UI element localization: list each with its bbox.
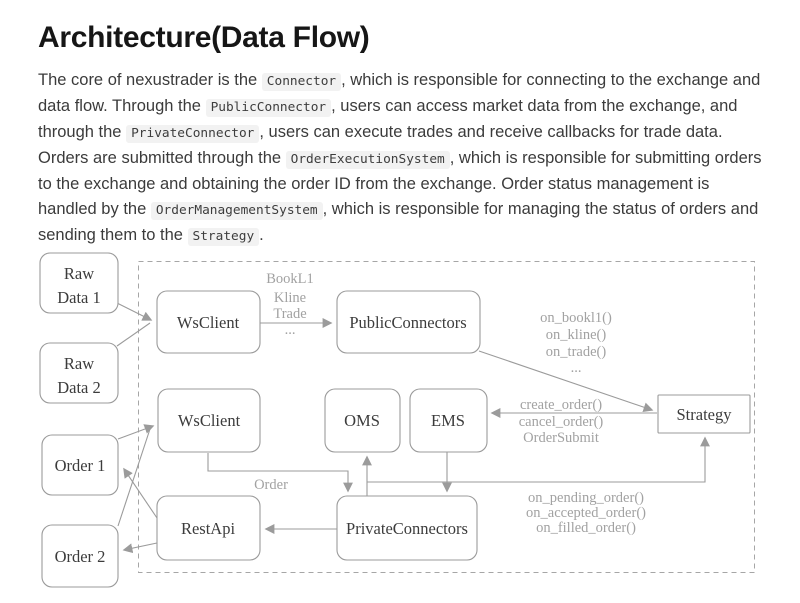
raw-data-2-box: [39, 342, 119, 404]
market-stream-label-4: ...: [285, 322, 296, 338]
code-span-privateconnector: PrivateConnector: [126, 125, 260, 143]
code-span-ordermanagementsystem: OrderManagementSystem: [150, 202, 323, 220]
wsclient-top-box: [156, 290, 261, 354]
raw-data-1-box: [39, 252, 119, 314]
diagram-edges: [116, 302, 710, 554]
order-callbacks-label-1: on_pending_order(): [528, 490, 644, 506]
intro-text-segment: , users can execute trades and receive c…: [38, 123, 723, 167]
page-title: Architecture(Data Flow): [38, 21, 370, 54]
raw-data-2-label-line1: Raw: [64, 354, 94, 373]
strategy-box: [657, 394, 751, 434]
market-callbacks-label-1: on_bookl1(): [540, 310, 612, 326]
publicconnectors-label: PublicConnectors: [349, 313, 466, 332]
order-flow-label: Order: [254, 477, 288, 493]
diagram-nodes: Raw Data 1 Raw Data 2 Order 1 Order 2 Ws…: [39, 252, 751, 588]
intro-paragraph: The core of nexustrader is the Connector…: [38, 68, 772, 249]
publicconnectors-box: [336, 290, 481, 354]
doc-content: Architecture(Data Flow) The core of nexu…: [0, 0, 800, 249]
system-boundary-dashed-box: [138, 261, 755, 573]
order-1-label: Order 1: [55, 456, 106, 475]
intro-text-segment: , which is responsible for connecting to…: [38, 71, 761, 115]
raw-data-1-label-line1: Raw: [64, 264, 94, 283]
market-stream-label-3: Trade: [273, 306, 306, 322]
order-commands-label-3: OrderSubmit: [523, 430, 599, 446]
oms-box: [324, 388, 401, 453]
market-callbacks-label-2: on_kline(): [546, 327, 607, 343]
restapi-box: [156, 495, 261, 561]
wsclient-bottom-box: [157, 388, 261, 453]
wsclient-top-label: WsClient: [177, 313, 240, 332]
intro-text-segment: , which is responsible for submitting or…: [38, 149, 762, 218]
market-stream-label-2: Kline: [274, 290, 306, 306]
edge-wsclient2-to-privateconnectors-order: [207, 453, 353, 493]
intro-text-segment: .: [259, 226, 264, 244]
code-span-publicconnector: PublicConnector: [205, 99, 332, 117]
intro-text-segment: , users can access market data from the …: [38, 97, 738, 141]
code-span-orderexecutionsystem: OrderExecutionSystem: [285, 151, 450, 169]
strategy-label: Strategy: [677, 405, 733, 424]
edge-order2-to-wsclient2: [117, 428, 151, 527]
order-callbacks-label-3: on_filled_order(): [536, 520, 636, 536]
code-span-connector: Connector: [261, 73, 342, 91]
diagram-edge-labels: BookL1 Kline Trade ... on_bookl1() on_kl…: [254, 271, 646, 536]
market-callbacks-label-3: on_trade(): [546, 344, 607, 360]
edge-rawdata1-to-wsclient: [116, 302, 153, 321]
order-callbacks-label-2: on_accepted_order(): [526, 505, 646, 521]
edge-rawdata2-to-wsclient: [116, 322, 151, 347]
edge-privateconnectors-to-strategy-callbacks: [367, 436, 710, 483]
order-2-label: Order 2: [55, 547, 106, 566]
raw-data-2-label-line2: Data 2: [57, 378, 101, 397]
market-stream-label-1: BookL1: [266, 271, 314, 287]
edge-restapi-to-order2: [122, 542, 158, 554]
edge-order1-to-wsclient2: [117, 424, 155, 440]
wsclient-bottom-label: WsClient: [178, 411, 241, 430]
intro-text-segment: The core of nexustrader is the: [38, 71, 262, 89]
architecture-diagram: Raw Data 1 Raw Data 2 Order 1 Order 2 Ws…: [39, 252, 755, 588]
order-1-box: [41, 434, 119, 496]
ems-label: EMS: [431, 411, 465, 430]
privateconnectors-box: [336, 495, 478, 561]
raw-data-1-label-line2: Data 1: [57, 288, 101, 307]
market-callbacks-label-4: ...: [571, 360, 582, 376]
intro-text-segment: , which is responsible for managing the …: [38, 200, 759, 244]
ems-box: [409, 388, 488, 453]
order-commands-label-2: cancel_order(): [519, 414, 604, 430]
code-span-strategy: Strategy: [187, 228, 260, 246]
edge-restapi-to-order1: [123, 467, 158, 519]
privateconnectors-label: PrivateConnectors: [346, 519, 468, 538]
oms-label: OMS: [344, 411, 380, 430]
edge-publicconnectors-to-strategy: [478, 350, 654, 412]
order-commands-label-1: create_order(): [520, 397, 602, 413]
restapi-label: RestApi: [181, 519, 236, 538]
